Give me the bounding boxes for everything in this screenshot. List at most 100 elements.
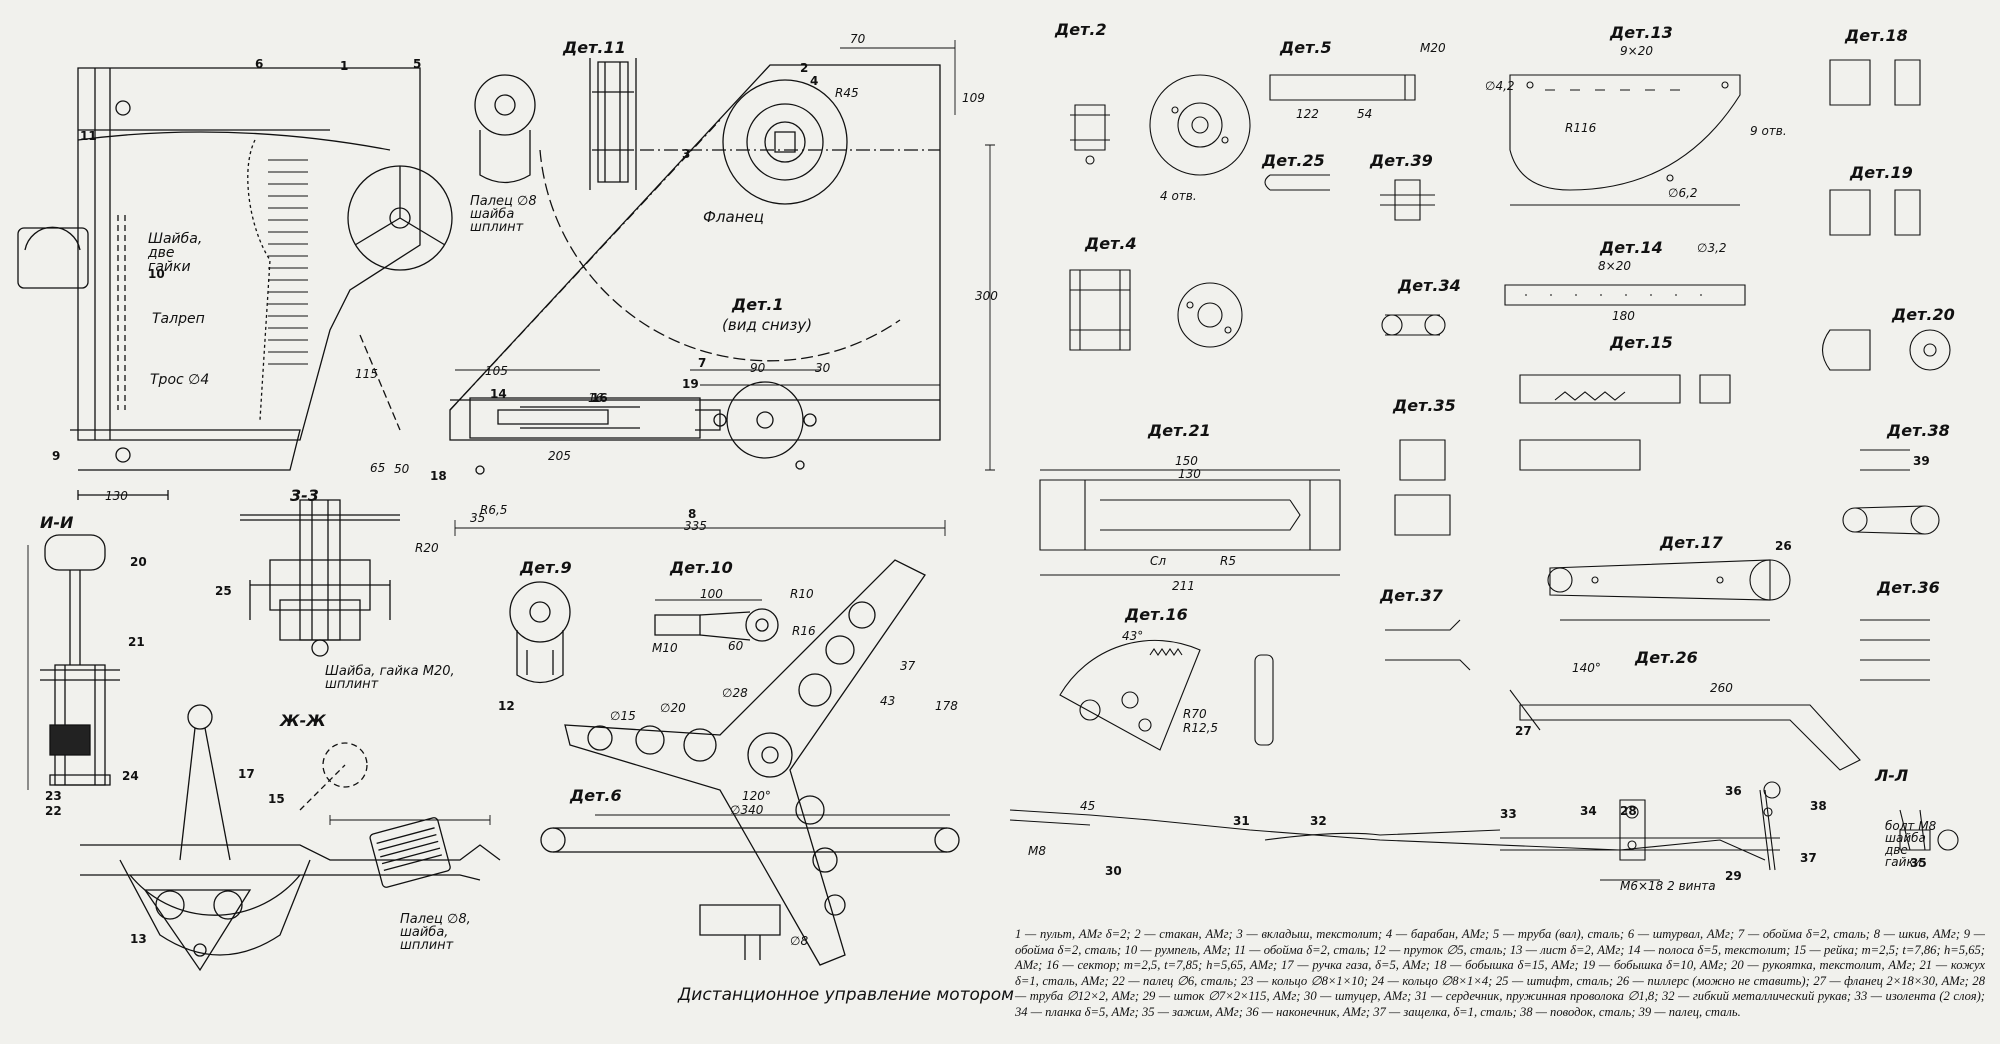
dim-R20: R20 [415,541,439,555]
dim-35: 35 [470,511,486,525]
callout-26: 26 [1775,539,1792,553]
det6 [541,560,959,965]
callout-13: 13 [130,932,147,946]
title-det19: Дет.19 [1850,163,1913,182]
callout-21: 21 [128,635,145,649]
dim-335: 335 [684,519,707,533]
section-zhzh [80,705,500,970]
dim-130b: 130 [1178,467,1201,481]
callout-7: 7 [698,356,707,370]
section-ii [28,535,120,790]
title-det13: Дет.13 [1610,23,1673,42]
callout-16: 16 [591,391,608,405]
title-section-ll: Л-Л [1875,766,1909,785]
dim-130: 130 [105,489,128,503]
dim-R16: R16 [792,624,816,638]
right-details [1010,60,1958,880]
title-det6: Дет.6 [570,786,622,805]
callout-18: 18 [430,469,447,483]
callout-39: 39 [1913,454,1930,468]
title-det14: Дет.14 [1600,238,1663,257]
dim-300: 300 [975,289,998,303]
callout-35: 35 [1910,856,1927,870]
dim-30: 30 [815,361,831,375]
dim-37: 37 [900,659,916,673]
callout-32: 32 [1310,814,1327,828]
callout-2: 2 [800,61,809,75]
note-slot: Сл [1150,554,1167,568]
note-shayba-gaika: Шайба, гайка М20, шплинт [325,664,455,692]
callout-10: 10 [148,267,165,281]
callout-38: 38 [1810,799,1827,813]
dim-122: 122 [1296,107,1319,121]
dim-R116: R116 [1565,121,1597,135]
dim-105: 105 [485,364,508,378]
det9 [510,582,570,683]
dim-70: 70 [850,32,866,46]
dim-205: 205 [548,449,571,463]
title-det37: Дет.37 [1380,586,1443,605]
title-det26: Дет.26 [1635,648,1698,667]
drawing-caption: Дистанционное управление мотором [678,985,1014,1005]
dim-43: 43 [880,694,896,708]
plate-det1 [360,40,995,536]
dim-16: 16 [588,391,604,405]
callout-12: 12 [498,699,515,713]
dim-60: 60 [728,639,744,653]
dim-54: 54 [1357,107,1373,121]
dim-d6-2: ∅6,2 [1668,186,1698,200]
pulley-det11 [475,58,636,190]
callout-14: 14 [490,387,507,401]
callout-31: 31 [1233,814,1250,828]
title-det5: Дет.5 [1280,38,1332,57]
callout-24: 24 [122,769,139,783]
title-det39: Дет.39 [1370,151,1433,170]
dim-M20: M20 [1420,41,1446,55]
dim-340: ∅340 [730,803,764,817]
callout-1: 1 [340,59,349,73]
dim-R6-5: R6,5 [480,503,508,517]
callout-33: 33 [1500,807,1517,821]
callout-30: 30 [1105,864,1122,878]
dim-180: 180 [1612,309,1635,323]
title-det11: Дет.11 [563,38,626,57]
title-det2: Дет.2 [1055,20,1107,39]
callout-11: 11 [80,129,97,143]
dim-d3-2: ∅3,2 [1697,241,1727,255]
dim-43deg: 43° [1122,629,1144,643]
dim-50: 50 [394,462,410,476]
dim-260: 260 [1710,681,1733,695]
callout-19: 19 [682,377,699,391]
note-talrep: Талреп [152,311,205,327]
dim-178: 178 [935,699,958,713]
callout-28: 28 [1620,804,1637,818]
console-assembly [18,68,452,500]
dim-d8: ∅8 [790,934,809,948]
title-det10: Дет.10 [670,558,733,577]
callout-15: 15 [268,792,285,806]
callout-9: 9 [52,449,61,463]
dim-R12-5: R12,5 [1183,721,1219,735]
title-section-ii: И-И [40,513,74,532]
title-det17: Дет.17 [1660,533,1723,552]
note-shayba: Шайба, две гайки [148,231,203,275]
dim-115: 115 [355,367,378,381]
callout-4: 4 [810,74,819,88]
title-det20: Дет.20 [1892,305,1955,324]
dim-d28: ∅28 [722,686,748,700]
dim-R70: R70 [1183,707,1207,721]
dim-8x20: 8×20 [1598,259,1631,273]
dim-211: 211 [1172,579,1195,593]
callout-29: 29 [1725,869,1742,883]
title-det25: Дет.25 [1262,151,1325,170]
note-palec-b: Палец ∅8, шайба, шплинт [400,912,471,953]
callout-22: 22 [45,804,62,818]
title-det36: Дет.36 [1877,578,1940,597]
det10 [655,600,778,641]
callout-6: 6 [255,57,264,71]
dim-d4-2: ∅4,2 [1485,79,1515,93]
title-det35: Дет.35 [1393,396,1456,415]
title-det16: Дет.16 [1125,605,1188,624]
note-bolt: болт М8 шайба две гайки [1885,819,1937,869]
